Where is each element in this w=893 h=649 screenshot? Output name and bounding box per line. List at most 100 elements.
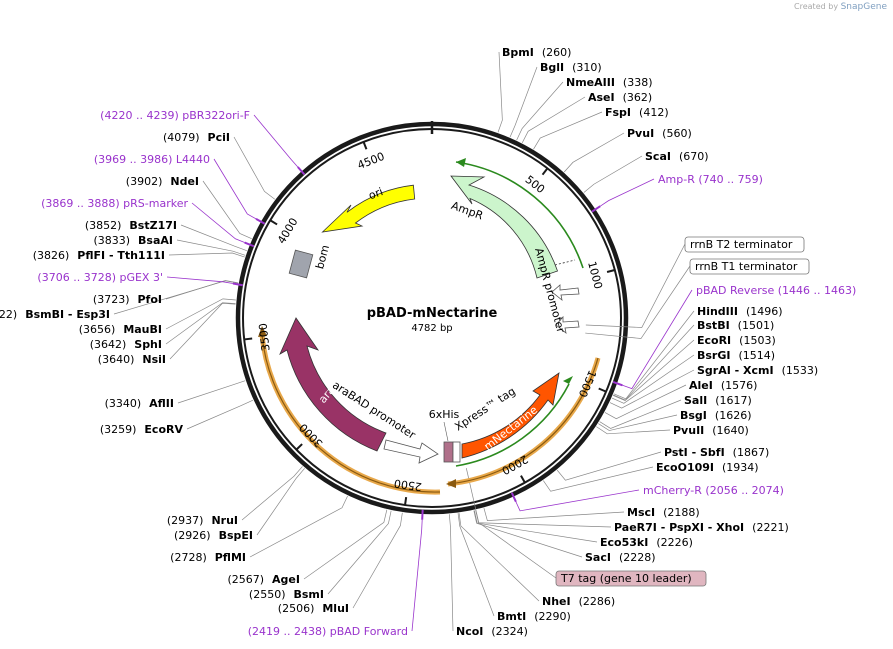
enzyme-site-left[interactable]: PflMI(2728) [170, 551, 246, 564]
primer-label[interactable]: pBAD Reverse (1446 .. 1463) [696, 284, 856, 297]
enzyme-name: PvuI [627, 127, 654, 140]
enzyme-name: EcoO109I [656, 461, 714, 474]
enzyme-site-left[interactable]: NdeI(3902) [126, 175, 199, 188]
primer-label[interactable]: (3706 .. 3728) pGEX 3' [37, 271, 163, 284]
enzyme-position: (3722) [0, 308, 17, 321]
enzyme-site-right[interactable]: SalI(1617) [684, 394, 752, 407]
enzyme-site-right[interactable]: BsgI(1626) [680, 409, 751, 422]
tick-4500 [362, 141, 368, 150]
enzyme-name: BpmI [502, 46, 534, 59]
6xhis-label: 6xHis [429, 408, 460, 421]
enzyme-site-right[interactable]: AleI(1576) [689, 379, 757, 392]
enzyme-name: BsmBI - Esp3I [25, 308, 110, 321]
enzyme-site-right[interactable]: Eco53kI(2226) [600, 536, 693, 549]
enzyme-position: (2226) [656, 536, 693, 549]
enzyme-site-right[interactable]: NheI(2286) [542, 595, 615, 608]
primer-label[interactable]: Amp-R (740 .. 759) [658, 173, 763, 186]
t7-tag[interactable]: T7 tag (gene 10 leader) [555, 570, 707, 587]
enzyme-site-left[interactable]: BstZ17I (3852) [85, 219, 177, 232]
enzyme-position: (2926) [174, 529, 211, 542]
connector-338 [516, 81, 564, 141]
tick-label-1000: 1000 [585, 260, 605, 290]
enzyme-site-left[interactable]: PciI(4079) [163, 131, 230, 144]
connector-3852 [180, 224, 247, 251]
primer-label[interactable]: (3969 .. 3986) L4440 [94, 153, 210, 166]
enzyme-site-right[interactable]: HindIII(1496) [697, 305, 783, 318]
enzyme-site-left[interactable]: BsaAI(3833) [93, 234, 173, 247]
primer-label[interactable]: (2419 .. 2438) pBAD Forward [248, 625, 408, 638]
enzyme-site-left[interactable]: MauBI(3656) [79, 323, 162, 336]
enzyme-position: (1514) [738, 349, 775, 362]
arac-feature[interactable] [279, 317, 387, 452]
primer-label[interactable]: (3869 .. 3888) pRS-marker [41, 197, 188, 210]
enzyme-name: BstZ17I [129, 219, 177, 232]
6xhis-connector [443, 421, 449, 442]
enzyme-site-right[interactable]: PvuII(1640) [673, 424, 749, 437]
ampr-feature[interactable] [450, 175, 559, 279]
enzyme-position: (412) [639, 106, 669, 119]
connector-3826 [168, 252, 245, 258]
enzyme-site-left[interactable]: PfoI(3723) [93, 293, 162, 306]
ampr-promoter-arrow[interactable] [551, 284, 580, 301]
primer-connector [253, 114, 299, 168]
terminator-t1[interactable]: rrnB T1 terminator [689, 258, 810, 275]
enzyme-site-right[interactable]: EcoRI(1503) [697, 334, 776, 347]
enzyme-site-left[interactable]: NsiI(3640) [98, 353, 166, 366]
enzyme-site-right[interactable]: NmeAIII(338) [566, 76, 653, 89]
arac-highlight-line [261, 334, 441, 493]
enzyme-site-left[interactable]: PflFI - Tth111I(3826) [33, 249, 165, 262]
enzyme-site-right[interactable]: PaeR7I - PspXI - XhoI(2221) [614, 521, 789, 534]
enzyme-site-left[interactable]: NruI(2937) [167, 514, 238, 527]
tick-label-4500: 4500 [356, 150, 387, 172]
enzyme-site-left[interactable]: EcoRV(3259) [100, 423, 184, 436]
enzyme-site-right[interactable]: BstBI(1501) [697, 319, 774, 332]
enzyme-site-right[interactable]: PvuI(560) [627, 127, 692, 140]
enzyme-site-left[interactable]: BspEI(2926) [174, 529, 253, 542]
enzyme-name: HindIII [697, 305, 738, 318]
enzyme-site-left[interactable]: BsmBI - Esp3I (3722) [0, 308, 110, 321]
terminator-t2[interactable]: rrnB T2 terminator [684, 236, 805, 253]
enzyme-site-right[interactable]: AseI(362) [588, 91, 652, 104]
tick-3000 [295, 443, 303, 451]
enzyme-site-left[interactable]: MluI(2506) [278, 602, 349, 615]
enzyme-position: (3852) [85, 219, 122, 232]
ori-feature[interactable] [321, 184, 416, 233]
bom-feature[interactable] [288, 249, 314, 279]
enzyme-site-right[interactable]: PstI - SbfI(1867) [664, 446, 769, 459]
connector-2506 [352, 512, 403, 609]
mnectarine-feature[interactable] [461, 372, 560, 459]
enzyme-site-right[interactable]: SacI(2228) [585, 551, 656, 564]
bom-label: bom [313, 244, 332, 271]
primer-label[interactable]: mCherry-R (2056 .. 2074) [643, 484, 784, 497]
enzyme-site-right[interactable]: EcoO109I(1934) [656, 461, 759, 474]
connector-1867 [556, 451, 662, 481]
enzyme-site-left[interactable]: AflII(3340) [105, 397, 174, 410]
enzyme-name: PflMI [215, 551, 246, 564]
ampr-promoter-arrow-2[interactable] [555, 315, 580, 334]
enzyme-name: EcoRI [697, 334, 731, 347]
enzyme-name: AleI [689, 379, 713, 392]
connector-3722 [113, 280, 239, 315]
6xhis-feature[interactable] [443, 441, 454, 463]
tick-label-4000: 4000 [275, 216, 301, 247]
enzyme-site-right[interactable]: MscI(2188) [627, 506, 700, 519]
enzyme-site-left[interactable]: SphI(3642) [90, 338, 162, 351]
enzyme-site-right[interactable]: SgrAI - XcmI(1533) [697, 364, 818, 377]
enzyme-site-right[interactable]: FspI(412) [605, 106, 669, 119]
enzyme-site-right[interactable]: NcoI(2324) [456, 625, 528, 638]
feature-connector [465, 468, 557, 579]
enzyme-site-right[interactable]: BsrGI(1514) [697, 349, 775, 362]
enzyme-site-right[interactable]: BmtI(2290) [497, 610, 571, 623]
enzyme-name: SgrAI - XcmI [697, 364, 774, 377]
arabad-promoter-arrow[interactable] [383, 439, 439, 464]
enzyme-site-right[interactable]: BpmI(260) [502, 46, 571, 59]
tick-label-500: 500 [523, 173, 548, 196]
primer-mark [510, 492, 517, 503]
enzyme-site-left[interactable]: AgeI(2567) [227, 573, 300, 586]
enzyme-site-left[interactable]: BsmI(2550) [249, 588, 324, 601]
mnectarine-bar-arrowhead [446, 479, 456, 488]
primer-label[interactable]: (4220 .. 4239) pBR322ori-F [100, 109, 250, 122]
enzyme-site-right[interactable]: BglI(310) [540, 61, 602, 74]
enzyme-site-right[interactable]: ScaI(670) [645, 150, 709, 163]
xpress-feature[interactable] [452, 441, 461, 463]
